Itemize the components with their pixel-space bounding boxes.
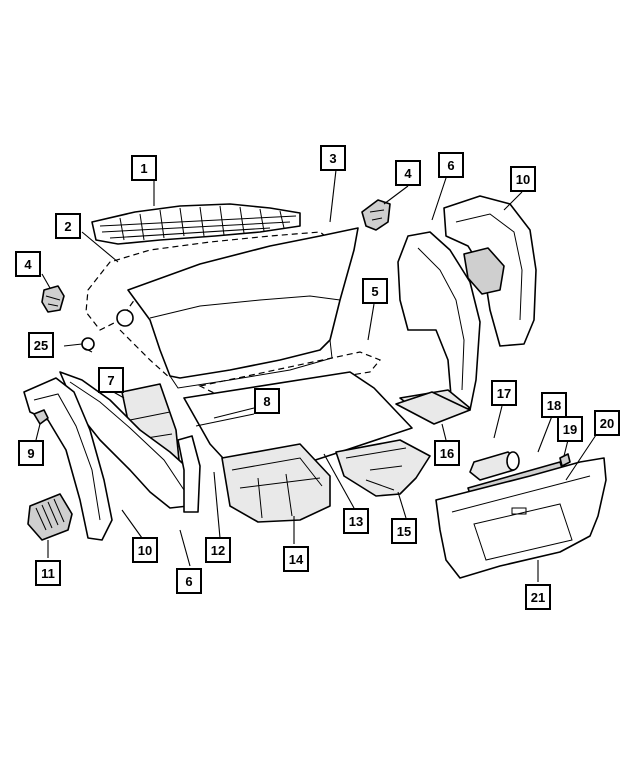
callout-10-right: 10 — [510, 166, 536, 192]
part-14-storage-bin — [221, 443, 331, 523]
part-10-right-wheelhouse-liner — [443, 195, 537, 347]
part-17-roll — [469, 451, 520, 481]
callout-2: 2 — [55, 213, 81, 239]
callout-7: 7 — [98, 367, 124, 393]
callout-10-left: 10 — [132, 537, 158, 563]
part-4-left-clip — [41, 285, 65, 313]
part-4-top-clip — [361, 199, 391, 231]
callout-4-left: 4 — [15, 251, 41, 277]
callout-21: 21 — [525, 584, 551, 610]
part-16-mat — [395, 391, 471, 425]
callout-16: 16 — [434, 440, 460, 466]
callout-20: 20 — [594, 410, 620, 436]
callout-17: 17 — [491, 380, 517, 406]
part-5-floor-area — [198, 351, 381, 397]
callout-12: 12 — [205, 537, 231, 563]
callout-1: 1 — [131, 155, 157, 181]
leader-lines — [35, 169, 599, 582]
callout-6-right: 6 — [438, 152, 464, 178]
callout-14: 14 — [283, 546, 309, 572]
part-6-left-side-trim — [59, 371, 201, 513]
callout-13: 13 — [343, 508, 369, 534]
part-21-rear-closeout-panel — [435, 457, 607, 579]
callout-19: 19 — [557, 416, 583, 442]
part-9-clip — [33, 409, 49, 425]
part-15-tray — [335, 439, 431, 497]
callout-15: 15 — [391, 518, 417, 544]
callout-11: 11 — [35, 560, 61, 586]
part-3-package-tray — [116, 227, 359, 389]
callout-5: 5 — [362, 278, 388, 304]
part-25-push-pin — [81, 337, 95, 353]
part-1-shelf-grille — [91, 203, 301, 245]
callout-8: 8 — [254, 388, 280, 414]
part-11-vent — [27, 493, 73, 541]
callout-4-top: 4 — [395, 160, 421, 186]
callout-3: 3 — [320, 145, 346, 171]
callout-9: 9 — [18, 440, 44, 466]
part-19-clip — [559, 453, 571, 467]
callout-6-left: 6 — [176, 568, 202, 594]
callout-25: 25 — [28, 332, 54, 358]
callout-18: 18 — [541, 392, 567, 418]
